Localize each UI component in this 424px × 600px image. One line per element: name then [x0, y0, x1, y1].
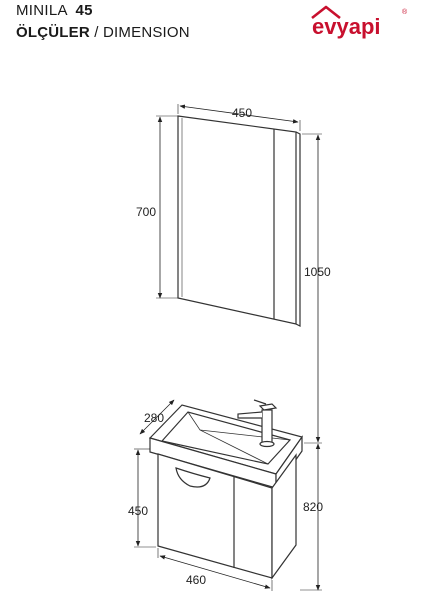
cabinet-height-label: 450 — [128, 504, 148, 518]
total-height-label: 1050 — [304, 265, 331, 279]
brand-logo: evyapi ® — [311, 5, 408, 39]
faucet-drawing — [237, 399, 278, 448]
mirror-height-dimension: 700 — [136, 115, 178, 299]
house-roof-icon — [311, 5, 341, 20]
heading-turkish: ÖLÇÜLER — [16, 24, 90, 41]
total-height-dimension: 1050 — [302, 133, 331, 443]
mirror-drawing — [177, 115, 301, 327]
cabinet-width-label: 460 — [186, 573, 206, 587]
cabinet-total-height-label: 820 — [303, 500, 323, 514]
heading-english: DIMENSION — [103, 24, 190, 41]
model-number: 45 — [75, 2, 93, 19]
dimension-heading: ÖLÇÜLER / DIMENSION — [16, 24, 190, 41]
cabinet-drawing — [148, 404, 303, 580]
heading-separator: / — [89, 24, 104, 41]
mirror-width-dimension: 450 — [177, 104, 301, 131]
cabinet-height-dimension: 450 — [128, 448, 156, 548]
registered-mark: ® — [402, 8, 408, 16]
cabinet-depth-dimension: 280 — [139, 399, 175, 435]
logo-wordmark: evyapi — [312, 14, 381, 39]
mirror-height-label: 700 — [136, 205, 156, 219]
cabinet-width-dimension: 460 — [157, 548, 273, 591]
mirror-width-label: 450 — [232, 106, 252, 120]
cabinet-total-height-dimension: 820 — [300, 442, 323, 591]
cabinet-depth-label: 280 — [144, 411, 164, 425]
model-name: MINILA — [16, 2, 67, 19]
product-title: MINILA 45 — [16, 2, 93, 19]
